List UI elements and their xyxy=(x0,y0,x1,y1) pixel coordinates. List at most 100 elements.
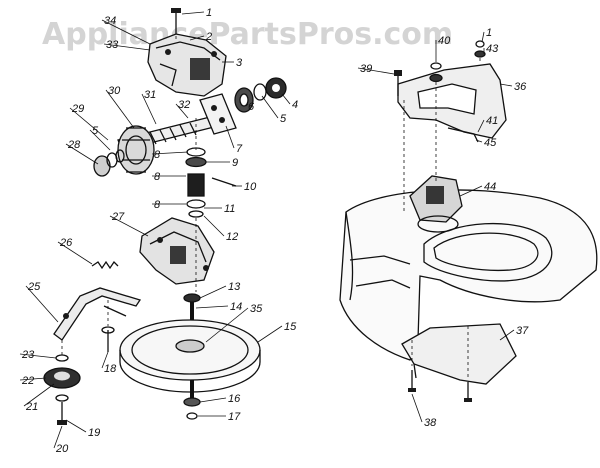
pin-10 xyxy=(211,177,237,187)
callout-label: 10 xyxy=(244,181,257,193)
callout-label: 5 xyxy=(280,113,287,125)
leader-line-15 xyxy=(199,285,227,299)
callout-label: 4 xyxy=(292,99,298,111)
leader-line-18 xyxy=(199,397,227,403)
rod-45 xyxy=(447,127,479,143)
callout-label: 2 xyxy=(205,31,212,43)
leader-line-39 xyxy=(411,393,423,423)
leader-line-45 xyxy=(475,139,483,143)
callout-label: 5 xyxy=(92,125,99,137)
callout-label: 43 xyxy=(486,43,499,55)
callout-label: 6 xyxy=(248,101,255,113)
idler-pulley-22 xyxy=(43,354,81,389)
callout-label: 12 xyxy=(226,231,238,243)
leader-line-42 xyxy=(477,119,485,133)
deflector-37 xyxy=(401,323,517,385)
callout-label: 39 xyxy=(360,63,372,75)
leader-line-30 xyxy=(69,107,109,141)
leader-line-28 xyxy=(109,215,149,237)
callout-label: 18 xyxy=(104,363,117,375)
callout-label: 14 xyxy=(230,301,242,313)
leader-line-16 xyxy=(195,305,229,309)
gear-case-lower-27 xyxy=(139,217,215,285)
leader-line-34 xyxy=(103,43,151,51)
bolt-20 xyxy=(55,394,69,425)
callout-label: 20 xyxy=(55,443,69,455)
leader-line-27 xyxy=(57,241,93,265)
bracket-plate-7 xyxy=(199,93,237,135)
worm-gear-shaft xyxy=(117,115,219,175)
leader-line-32 xyxy=(141,93,157,125)
callout-label: 35 xyxy=(250,303,263,315)
leader-line-40 xyxy=(357,67,395,75)
leader-line-0 xyxy=(181,11,205,15)
callout-label: 9 xyxy=(232,157,238,169)
leader-line-20 xyxy=(101,351,109,369)
pulley-15 xyxy=(119,319,261,393)
callout-label: 3 xyxy=(236,57,243,69)
leader-line-17 xyxy=(257,325,283,343)
leader-line-25 xyxy=(19,353,57,359)
engine-mount-44 xyxy=(409,175,463,233)
leader-line-10 xyxy=(151,151,189,155)
callout-label: 23 xyxy=(21,349,35,361)
callout-label: 27 xyxy=(111,211,125,223)
leader-line-4 xyxy=(89,129,111,151)
leader-line-29 xyxy=(65,143,99,165)
stud-18 xyxy=(101,326,115,352)
callout-label: 36 xyxy=(514,81,527,93)
cover-36 xyxy=(397,63,507,139)
leader-line-14 xyxy=(203,215,225,237)
idler-arm-25 xyxy=(53,287,142,341)
leader-line-26 xyxy=(25,285,59,323)
callout-label: 16 xyxy=(228,393,241,405)
bolt-39 xyxy=(394,70,402,96)
callout-label: 41 xyxy=(486,115,498,127)
leader-line-1 xyxy=(189,35,205,41)
watermark-text: AppliancePartsPros.com xyxy=(42,17,453,52)
callout-label: 8 xyxy=(154,149,161,161)
callout-label: 11 xyxy=(224,203,235,215)
callout-label: 21 xyxy=(25,401,38,413)
leader-line-44 xyxy=(459,185,483,197)
callout-label: 8 xyxy=(154,199,161,211)
leader-line-6 xyxy=(245,103,249,107)
leader-line-33 xyxy=(175,103,189,119)
leader-line-31 xyxy=(105,89,135,129)
callout-label: 17 xyxy=(228,411,241,423)
leader-line-22 xyxy=(53,425,63,449)
callout-label: 8 xyxy=(154,171,161,183)
callout-label: 32 xyxy=(178,99,190,111)
callout-label: 19 xyxy=(88,427,100,439)
callout-label: 15 xyxy=(284,321,297,333)
callout-label: 22 xyxy=(21,375,34,387)
callout-label: 34 xyxy=(104,15,116,27)
callout-label: 44 xyxy=(484,181,496,193)
callout-label: 28 xyxy=(67,139,81,151)
callout-label: 13 xyxy=(228,281,241,293)
callout-label: 30 xyxy=(108,85,121,97)
leader-line-38 xyxy=(499,329,515,341)
washer-stack-40 xyxy=(429,62,443,83)
leader-line-21 xyxy=(65,419,87,433)
leader-line-36 xyxy=(205,307,249,343)
callout-label: 40 xyxy=(438,35,451,47)
spring-26 xyxy=(91,260,119,270)
leader-line-46 xyxy=(481,31,485,43)
callout-label: 26 xyxy=(59,237,73,249)
callout-label: 7 xyxy=(236,143,243,155)
bearing-left-shaft-end xyxy=(93,149,125,177)
pinion-gear-4 xyxy=(265,77,287,99)
bearing-right-6 xyxy=(234,83,267,113)
callout-label: 1 xyxy=(206,7,212,19)
callout-label: 1 xyxy=(486,27,492,39)
callout-label: 25 xyxy=(27,281,41,293)
leader-line-23 xyxy=(23,383,55,407)
callout-label: 38 xyxy=(424,417,437,429)
leader-line-3 xyxy=(281,93,291,105)
callout-label: 29 xyxy=(71,103,84,115)
leader-lines xyxy=(19,11,515,449)
callout-labels: 1234556788891011121314151617181920212223… xyxy=(21,7,529,455)
